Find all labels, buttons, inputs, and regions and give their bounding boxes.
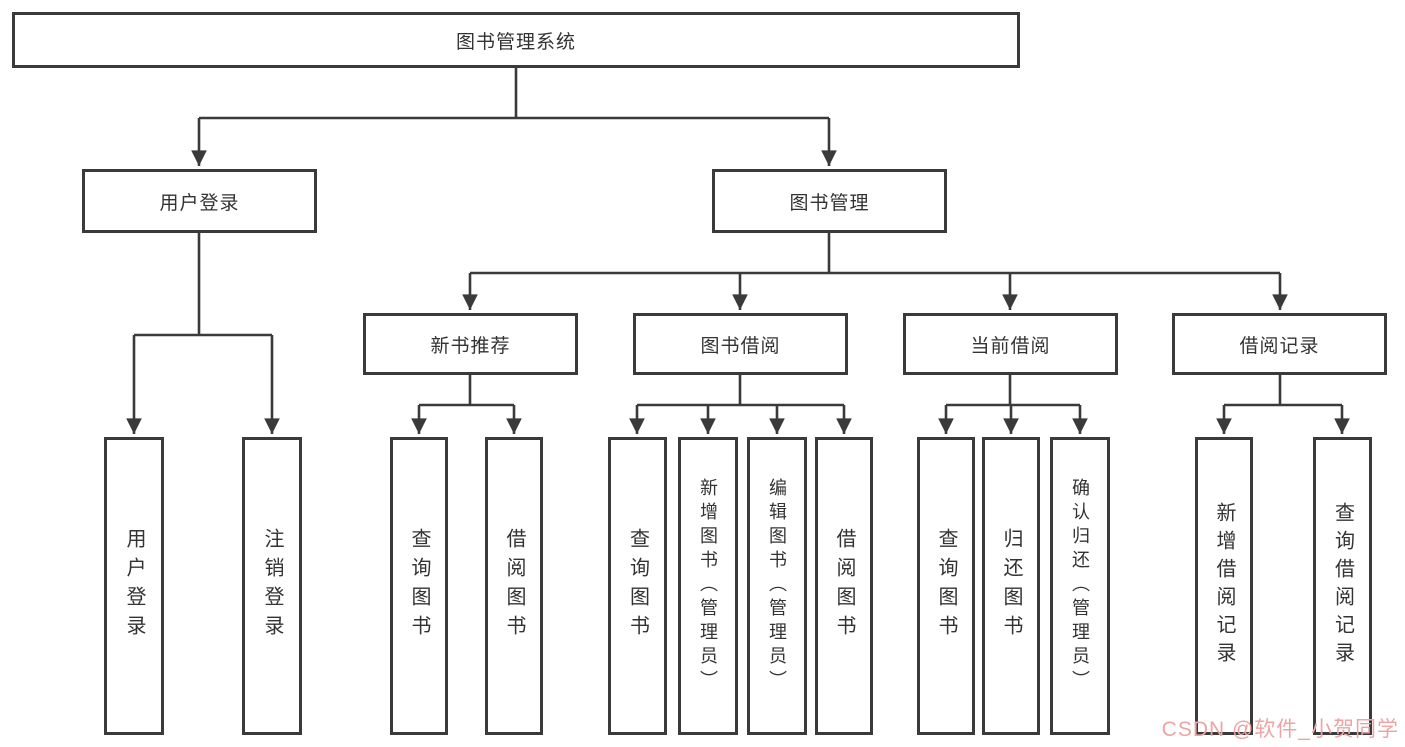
- leaf-borrow-books-recommend: 借阅图书: [485, 437, 543, 735]
- leaf-query-books-current: 查询图书: [917, 437, 975, 735]
- leaf-label: 查询图书: [935, 528, 957, 644]
- leaf-label: 查询图书: [408, 528, 430, 644]
- node-root: 图书管理系统: [12, 12, 1020, 68]
- node-current-borrow: 当前借阅: [903, 313, 1118, 375]
- leaf-user-login: 用户登录: [104, 437, 164, 735]
- leaf-label: 新增图书（管理员）: [698, 478, 718, 694]
- leaf-label: 注销登录: [261, 528, 283, 644]
- leaf-label: 借阅图书: [503, 528, 525, 644]
- leaf-label: 新增借阅记录: [1213, 502, 1235, 670]
- leaf-label: 用户登录: [123, 528, 145, 644]
- leaf-return-book: 归还图书: [982, 437, 1040, 735]
- leaf-label: 借阅图书: [833, 528, 855, 644]
- node-book-borrow: 图书借阅: [633, 313, 848, 375]
- leaf-add-book-admin: 新增图书（管理员）: [678, 437, 738, 735]
- node-book-management: 图书管理: [712, 169, 947, 233]
- node-borrow-records: 借阅记录: [1172, 313, 1387, 375]
- leaf-query-books-recommend: 查询图书: [390, 437, 448, 735]
- csdn-watermark: CSDN @软件_小贺同学: [1161, 718, 1399, 741]
- leaf-label: 归还图书: [1000, 528, 1022, 644]
- leaf-add-borrow-record: 新增借阅记录: [1195, 437, 1253, 735]
- leaf-label: 查询借阅记录: [1331, 502, 1354, 670]
- leaf-label: 确认归还（管理员）: [1070, 478, 1090, 694]
- leaf-label: 查询图书: [626, 528, 649, 644]
- leaf-query-borrow-record: 查询借阅记录: [1313, 437, 1372, 735]
- leaf-confirm-return-admin: 确认归还（管理员）: [1050, 437, 1110, 735]
- leaf-borrow-books: 借阅图书: [815, 437, 873, 735]
- node-new-book-recommend: 新书推荐: [363, 313, 578, 375]
- leaf-query-books-borrow: 查询图书: [608, 437, 667, 735]
- leaf-logout: 注销登录: [242, 437, 302, 735]
- leaf-label: 编辑图书（管理员）: [767, 478, 787, 694]
- node-user-login: 用户登录: [82, 169, 317, 233]
- leaf-edit-book-admin: 编辑图书（管理员）: [747, 437, 807, 735]
